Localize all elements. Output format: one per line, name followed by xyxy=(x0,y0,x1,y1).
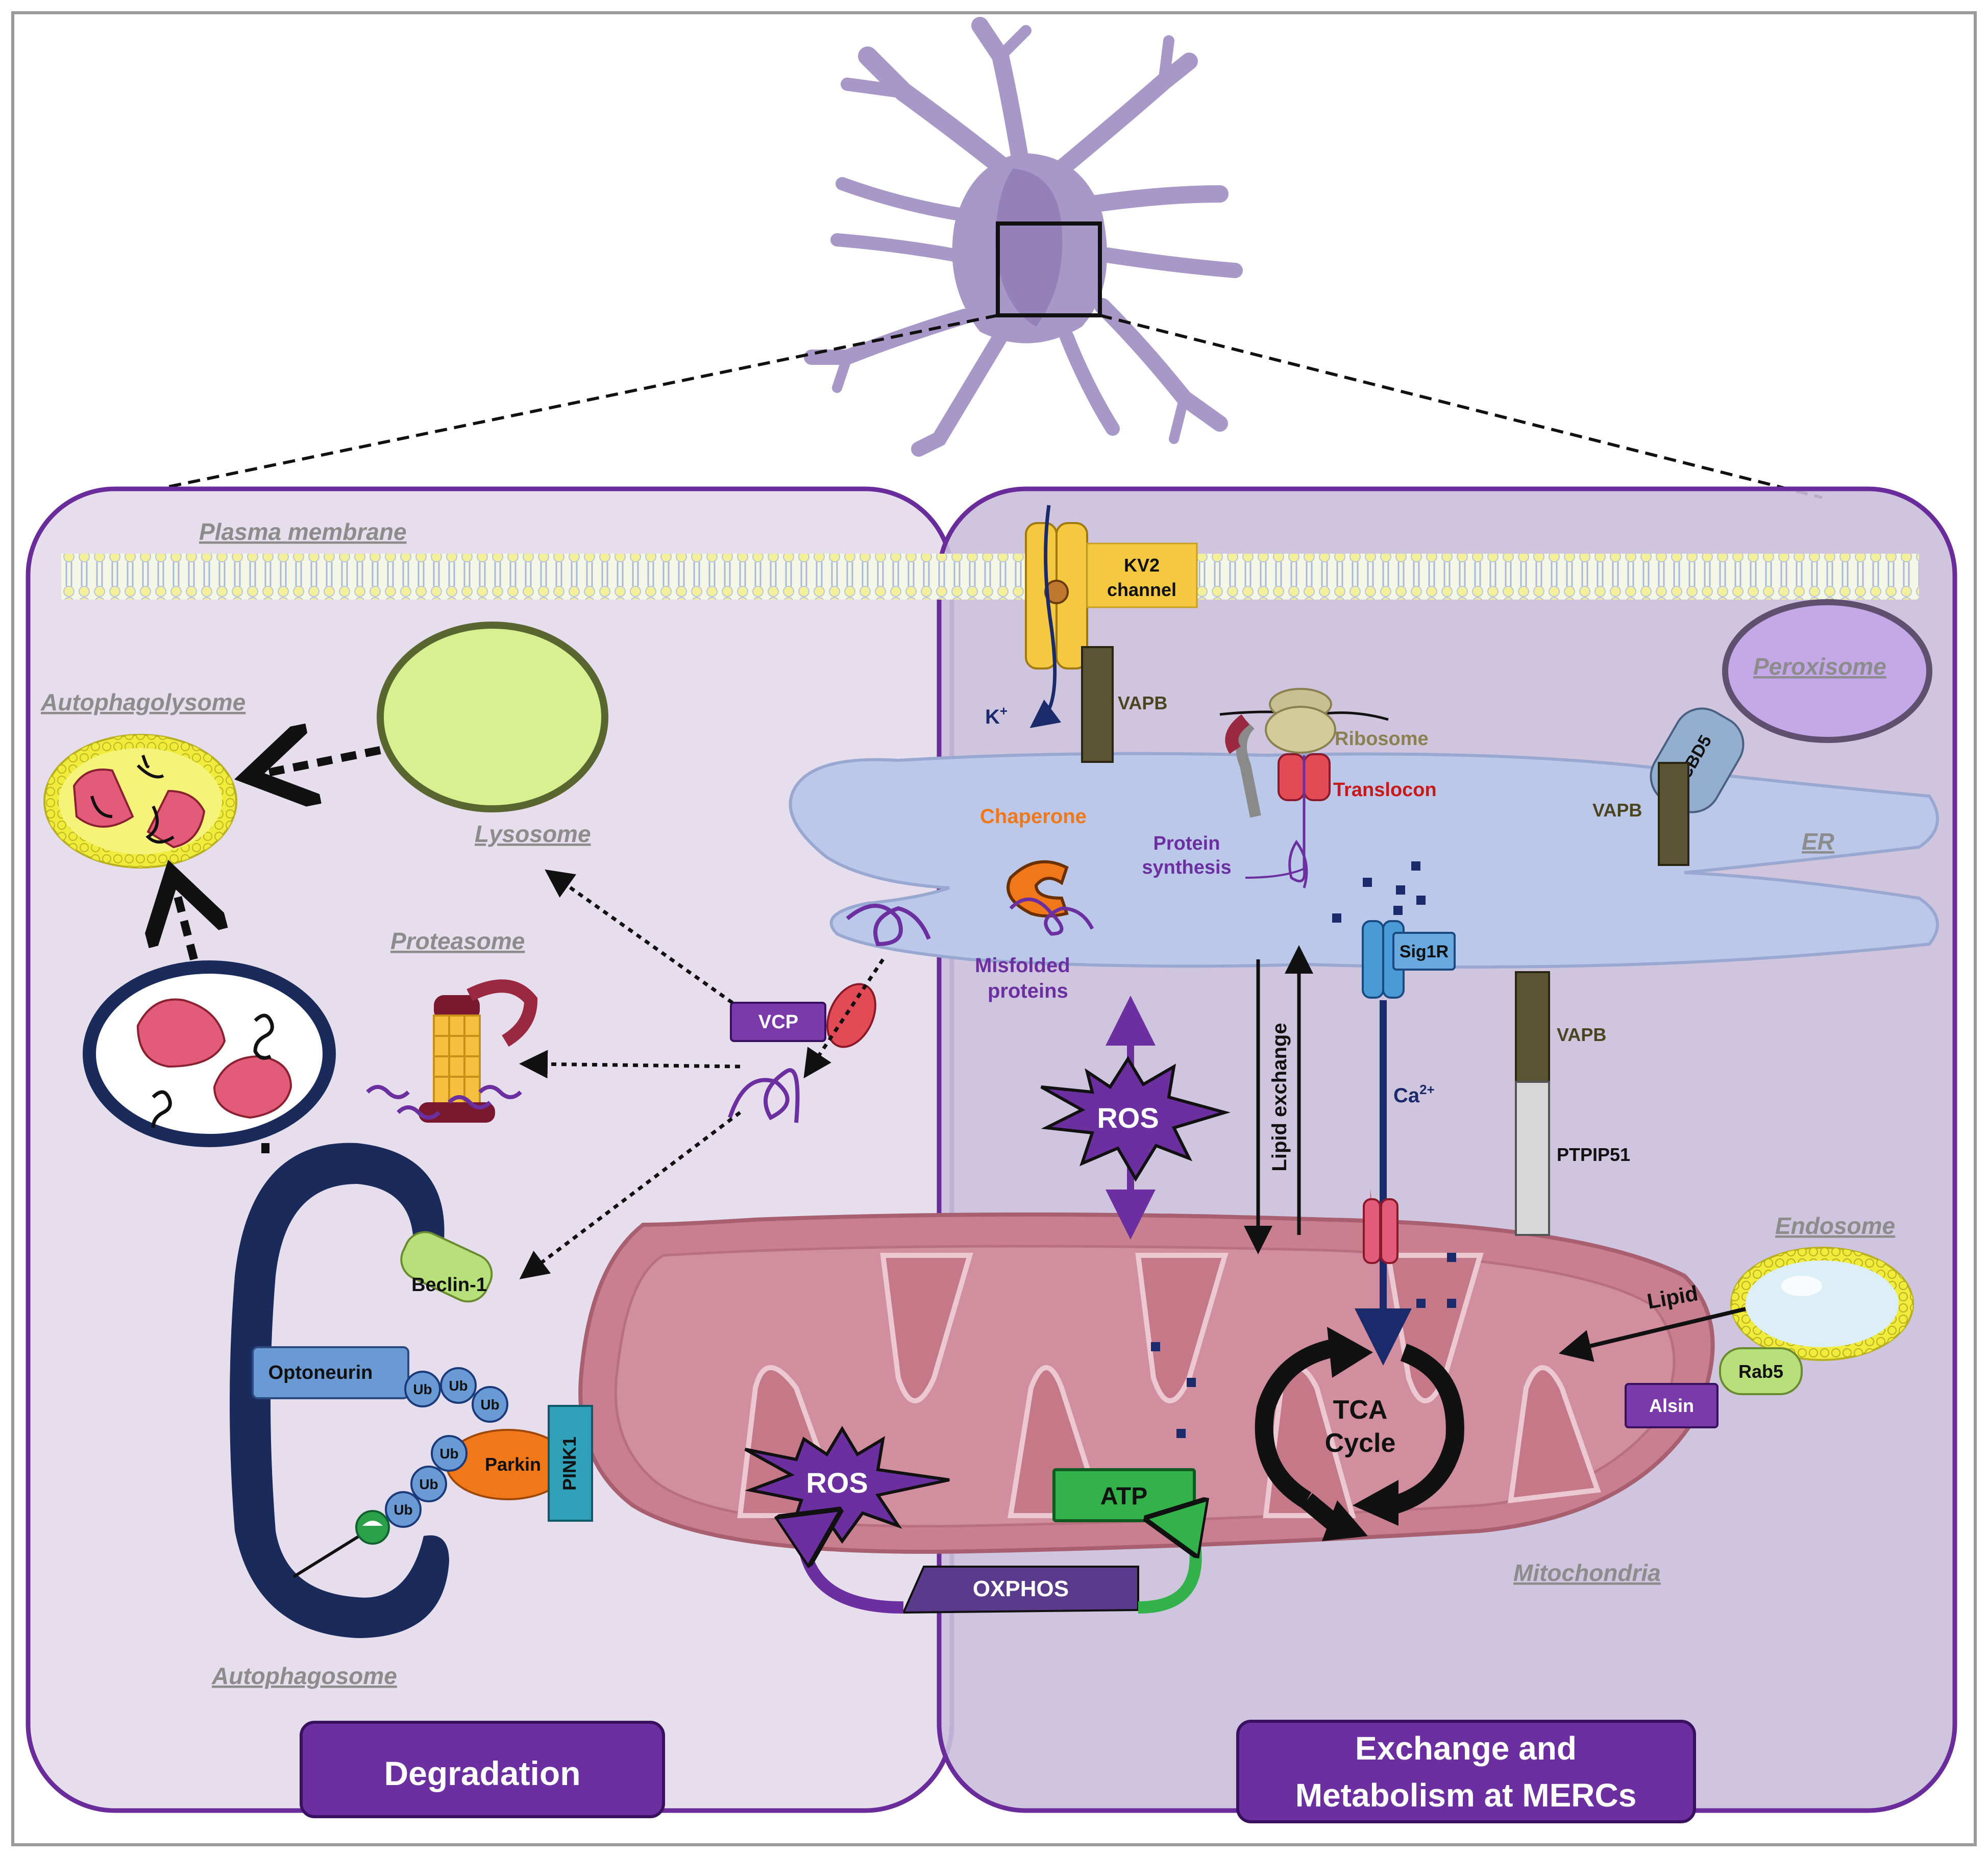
svg-text:Exchange and: Exchange and xyxy=(1355,1730,1577,1767)
ros-er: ROS xyxy=(1040,996,1231,1240)
svg-text:Optoneurin: Optoneurin xyxy=(268,1362,373,1383)
vapb-mid-label: VAPB xyxy=(1557,1024,1606,1045)
lysosome-label: Lysosome xyxy=(475,821,591,847)
proteasome xyxy=(366,979,538,1123)
vdac-channel xyxy=(1363,1189,1398,1264)
endosome xyxy=(1730,1247,1914,1361)
protein-synthesis-label-2: synthesis xyxy=(1142,857,1231,878)
zoom-line-right xyxy=(1099,314,1823,499)
chaperone xyxy=(1007,860,1069,918)
svg-text:Lipid exchange: Lipid exchange xyxy=(1268,1023,1291,1171)
proteasome-label: Proteasome xyxy=(390,928,525,954)
svg-text:Rab5: Rab5 xyxy=(1738,1361,1783,1382)
lc3-receptor xyxy=(292,1510,390,1578)
lipid-arrow xyxy=(1558,1307,1746,1362)
ubiquitin-chain-optoneurin: Ub Ub Ub xyxy=(404,1367,508,1423)
svg-text:PINK1: PINK1 xyxy=(559,1437,580,1491)
protein-synthesis-strand xyxy=(1245,866,1307,879)
svg-text:ATP: ATP xyxy=(1100,1483,1147,1510)
atp: ATP xyxy=(1052,1468,1196,1522)
k-ion-label: K+ xyxy=(985,703,1008,728)
autophagolysome-label: Autophagolysome xyxy=(40,689,246,715)
svg-text:Sig1R: Sig1R xyxy=(1400,942,1449,961)
svg-text:Alsin: Alsin xyxy=(1649,1395,1694,1416)
oxphos: OXPHOS xyxy=(901,1566,1139,1614)
zoom-line-left xyxy=(153,314,998,491)
er-label: ER xyxy=(1802,828,1834,855)
rab5: Rab5 xyxy=(1719,1347,1803,1395)
misfolded-protein-tangle xyxy=(728,904,931,1123)
autophagosome-vesicle xyxy=(83,960,336,1147)
exchange-banner: Exchange and Metabolism at MERCs xyxy=(1236,1720,1696,1823)
mitochondria-label: Mitochondria xyxy=(1513,1559,1661,1586)
ribosome-label: Ribosome xyxy=(1335,728,1429,750)
oxphos-to-ros-arrow xyxy=(805,1526,904,1614)
ribosome xyxy=(1219,688,1389,818)
vapb-top xyxy=(1081,646,1114,763)
misfolded-label-2: proteins xyxy=(988,980,1068,1002)
vapb-mid xyxy=(1515,971,1550,1083)
svg-text:Metabolism at MERCs: Metabolism at MERCs xyxy=(1295,1777,1637,1814)
arrow-autophagosome-to-autophagolysome xyxy=(176,890,194,961)
svg-text:Degradation: Degradation xyxy=(384,1754,580,1792)
svg-text:Cycle: Cycle xyxy=(1325,1428,1396,1458)
parkin: Parkin xyxy=(446,1429,570,1500)
ptpip51-label: PTPIP51 xyxy=(1557,1144,1630,1165)
neuron-illustration xyxy=(804,17,1243,457)
svg-text:Parkin: Parkin xyxy=(485,1454,541,1475)
svg-text:Beclin-1: Beclin-1 xyxy=(411,1274,487,1296)
vcp: VCP xyxy=(730,1002,826,1042)
endosome-label: Endosome xyxy=(1775,1212,1895,1239)
arrow-lysosome-to-autophagolysome xyxy=(265,750,381,773)
protein-synthesis-label-1: Protein xyxy=(1153,833,1220,854)
vapb-peroxisome-label: VAPB xyxy=(1592,800,1642,821)
zoom-box xyxy=(996,221,1102,317)
lysosome xyxy=(377,622,608,812)
beclin-1: Beclin-1 xyxy=(400,1231,493,1303)
optoneurin: Optoneurin xyxy=(252,1346,409,1399)
svg-text:Ub: Ub xyxy=(419,1476,438,1492)
svg-text:ROS: ROS xyxy=(1097,1102,1159,1134)
translocon xyxy=(1278,753,1331,888)
plasma-membrane xyxy=(61,554,1919,600)
autophagosome-label: Autophagosome xyxy=(211,1663,397,1689)
svg-text:Ub: Ub xyxy=(394,1502,412,1518)
ptpip51 xyxy=(1515,1081,1550,1236)
ubiquitin-chain-parkin: Ub Ub Ub xyxy=(385,1435,468,1528)
sig1r: Sig1R xyxy=(1362,920,1456,999)
pink1: PINK1 xyxy=(548,1405,593,1522)
kv2-channel: KV2 channel xyxy=(1025,505,1198,728)
ros-mito: ROS xyxy=(744,1426,950,1544)
misfolded-proteins-strand xyxy=(1009,897,1094,936)
svg-text:ROS: ROS xyxy=(806,1467,868,1499)
vapb-peroxisome xyxy=(1658,762,1689,866)
ca-label: Ca2+ xyxy=(1393,1082,1435,1107)
svg-text:Ub: Ub xyxy=(439,1446,458,1462)
svg-text:channel: channel xyxy=(1107,579,1176,600)
autophagolysosome xyxy=(43,734,237,869)
oxphos-to-atp-arrow xyxy=(1138,1523,1196,1614)
svg-text:TCA: TCA xyxy=(1333,1395,1388,1425)
lipid-exchange: Lipid exchange xyxy=(1244,945,1313,1254)
svg-text:Ub: Ub xyxy=(480,1397,499,1413)
peroxisome xyxy=(1722,599,1932,743)
chaperone-label: Chaperone xyxy=(980,805,1087,828)
svg-text:Ub: Ub xyxy=(413,1381,432,1397)
misfolded-label-1: Misfolded xyxy=(975,954,1070,977)
svg-text:Ub: Ub xyxy=(449,1378,468,1394)
degradation-banner: Degradation xyxy=(300,1721,665,1818)
svg-text:VCP: VCP xyxy=(758,1011,798,1033)
alsin: Alsin xyxy=(1625,1383,1719,1428)
svg-text:KV2: KV2 xyxy=(1124,555,1160,576)
translocon-label: Translocon xyxy=(1333,779,1437,801)
calcium-ions xyxy=(1151,861,1456,1438)
svg-text:OXPHOS: OXPHOS xyxy=(973,1576,1069,1601)
autophagosome-phagophore xyxy=(230,1143,449,1638)
peroxisome-label: Peroxisome xyxy=(1753,653,1886,680)
plasma-membrane-label: Plasma membrane xyxy=(199,518,407,545)
vcp-arrows xyxy=(519,869,885,1279)
vapb-top-label: VAPB xyxy=(1118,692,1167,713)
tca-cycle: TCA Cycle xyxy=(1255,1327,1464,1541)
